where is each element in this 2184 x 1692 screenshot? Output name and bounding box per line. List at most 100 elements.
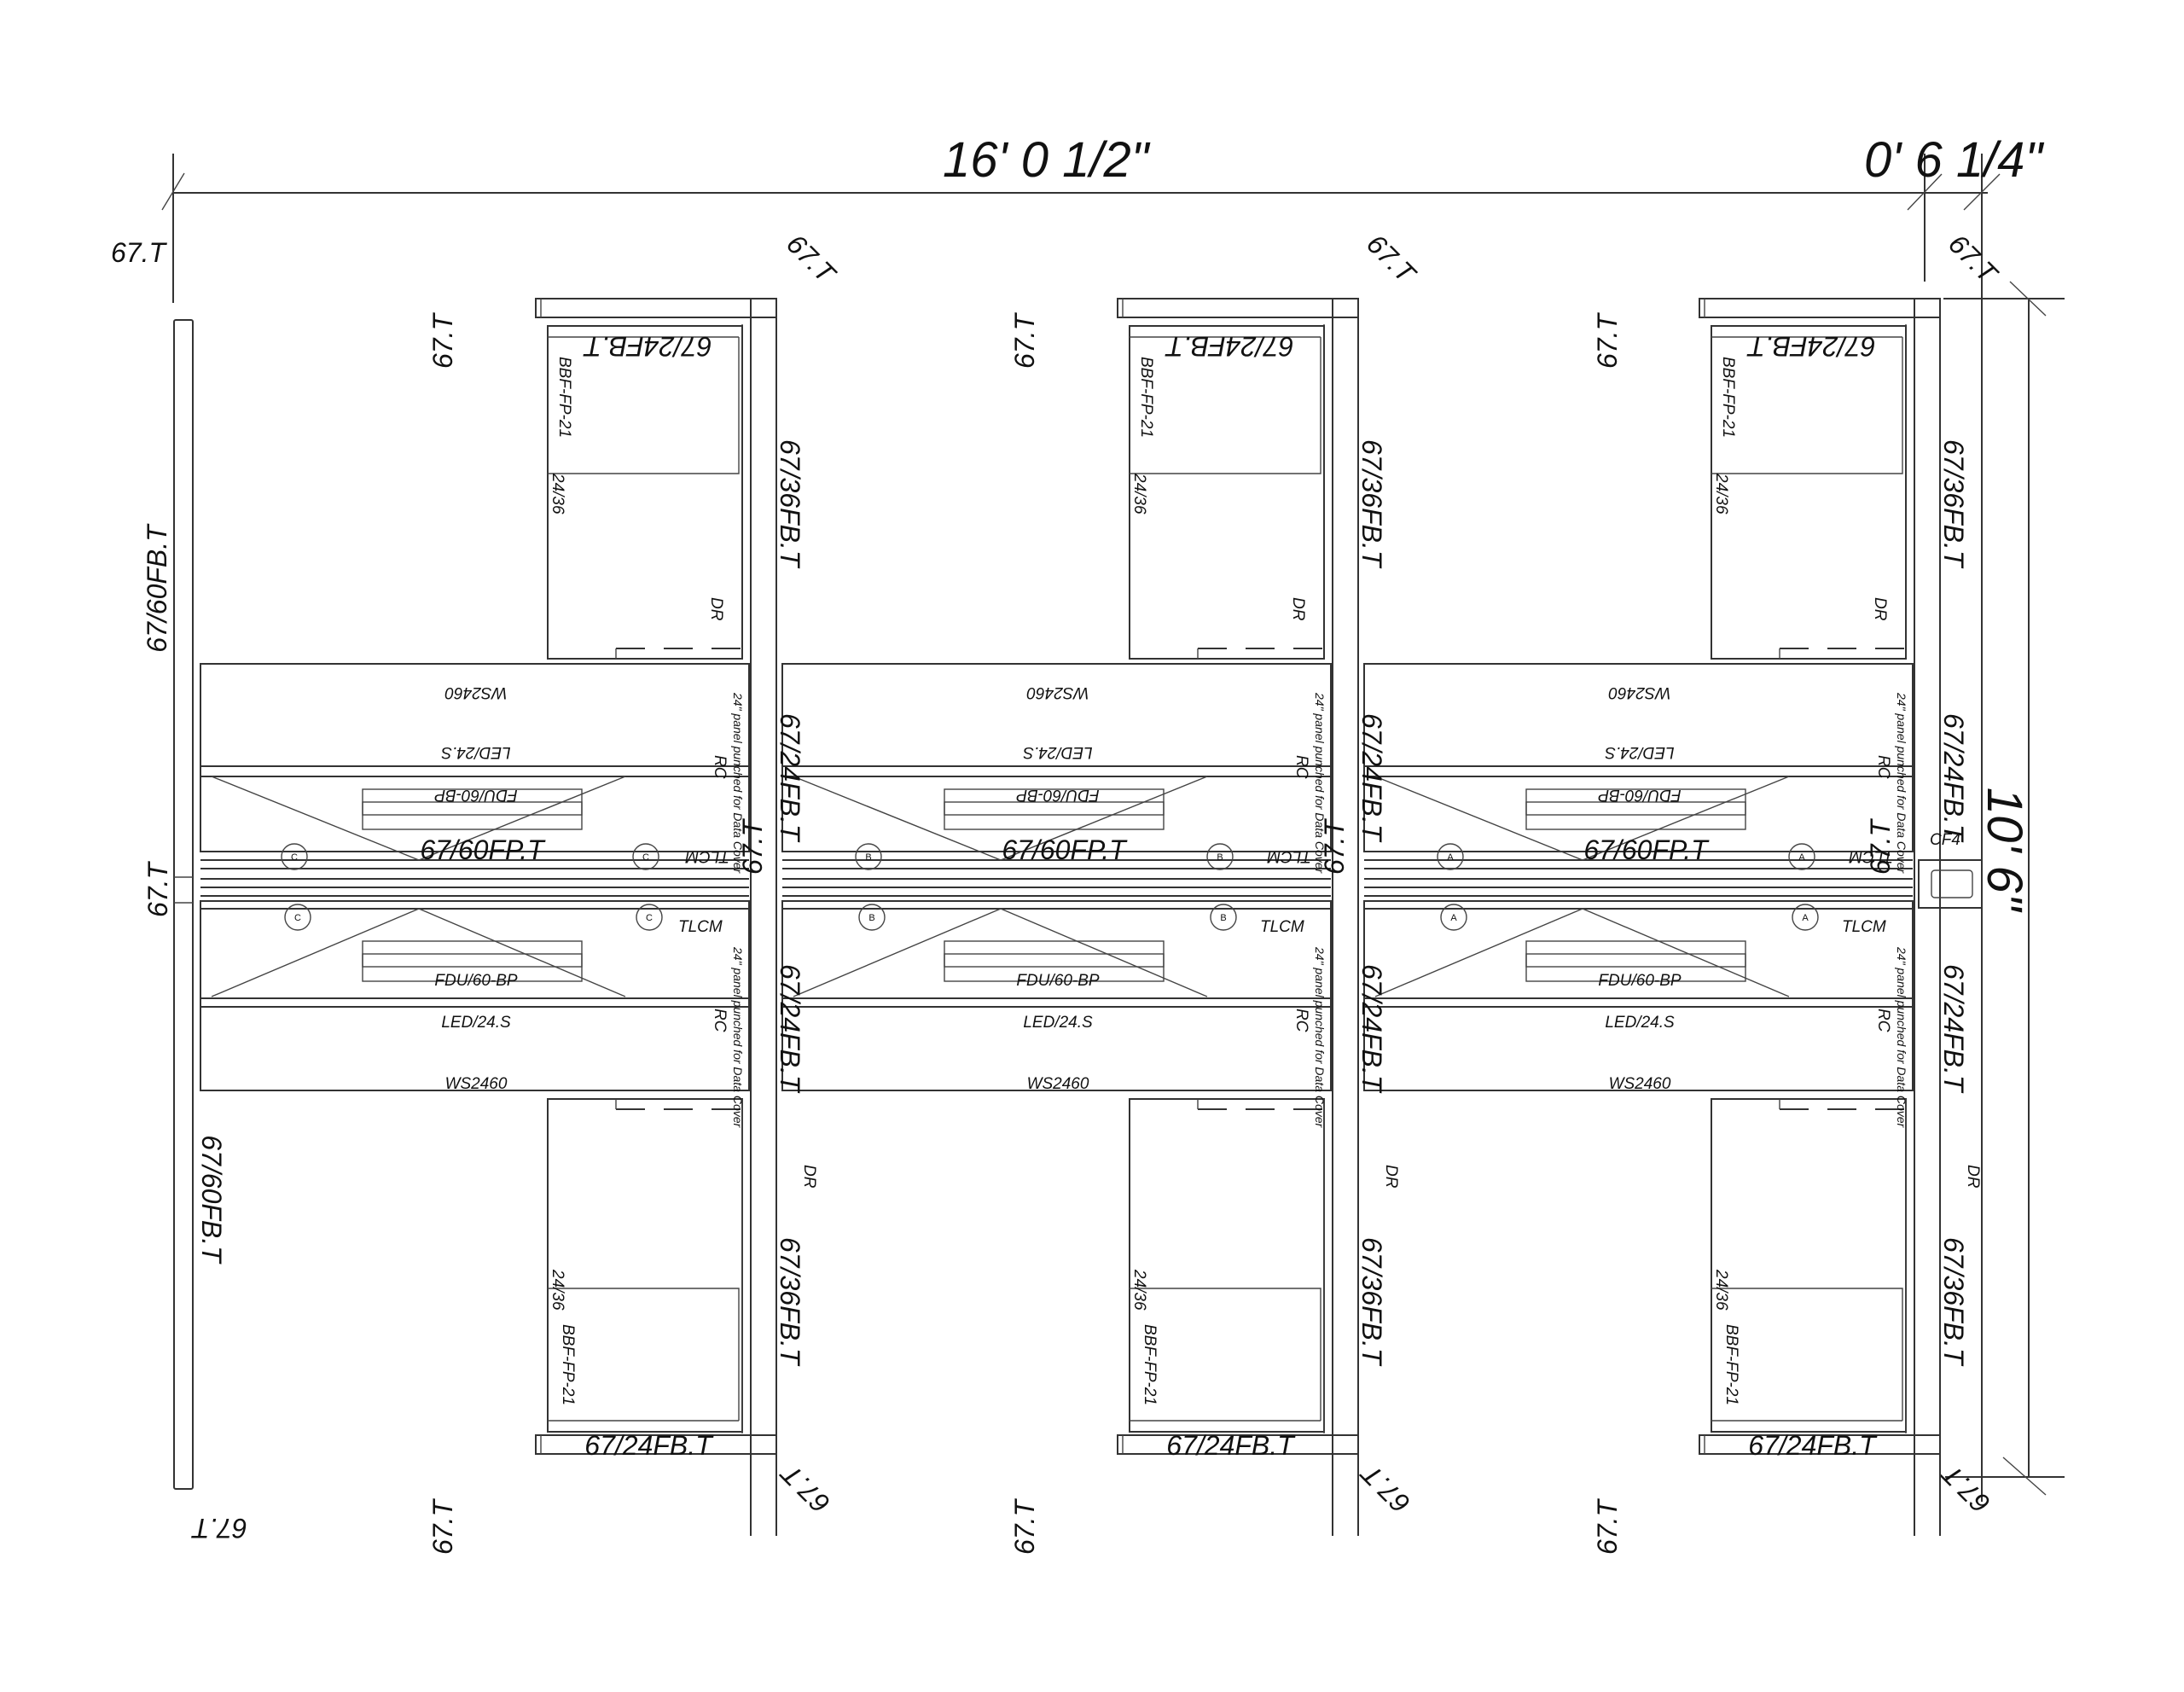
worksurface-label: WS2460 [1026,683,1089,701]
return-panel-label: 67/24FB.T [1165,331,1294,362]
circle-marker-label: B [865,852,871,863]
return-panel-label: 67/24FB.T [1938,964,1969,1094]
circle-marker-label: A [1798,852,1805,863]
end-offset-dimension: 0' 6 1/4" [1864,132,2044,188]
post-label: 67.T [111,237,167,268]
module-1-circles: C C C C [281,843,663,931]
worksurface-label: WS2460 [1027,1075,1089,1093]
post-label: 67.T [781,228,842,289]
post-label: 67.T [774,1457,835,1519]
led-light-label: LED/24.S [1023,743,1093,761]
return-panel-label: 67/24FB.T [1356,964,1387,1094]
module-2-labels: 67/24FB.T BBF-FP-21 24/36 DR 67/36FB.T W… [1002,331,1400,1461]
drawer-label: DR [1382,1165,1400,1189]
end-panel-label: 67/60FB.T [196,1135,227,1265]
return-panel-label: 67/36FB.T [1356,1237,1387,1367]
return-size-label: 24/36 [1130,473,1148,515]
return-panel-label: 67/24FB.T [1356,713,1387,843]
flipper-door-label: FDU/60-BP [1016,786,1099,804]
return-size-label: 24/36 [549,1269,566,1311]
return-panel-label: 67/24FB.T [583,331,712,362]
drawer-label: DR [1871,597,1889,621]
overall-width-dimension: 16' 0 1/2" [943,132,1151,188]
data-cover-note: 24" panel punched for Data Cover [1313,946,1327,1129]
post-label: 67.T [1361,228,1422,289]
data-cover-note: 24" panel punched for Data Cover [1895,692,1908,875]
return-panel-label: 67/36FB.T [775,1237,805,1367]
return-panel-label: 67/36FB.T [1356,439,1387,569]
post-label: 67.T [1009,1498,1040,1555]
spine-panel-label: 67/60FP.T [1002,834,1128,865]
worksurface-label: WS2460 [444,683,507,701]
cable-manager-label: TLCM [1260,918,1304,936]
workstation-module-1 [200,298,777,1537]
end-panel-label: 67/60FB.T [142,523,172,653]
pedestal-label: BBF-FP-21 [1719,357,1737,438]
pedestal-label: BBF-FP-21 [1722,1324,1740,1405]
return-size-label: 24/36 [549,473,566,515]
circle-marker-label: A [1447,852,1454,863]
end-connector: CF4 [1918,831,1983,909]
module-3-labels: 67/24FB.T BBF-FP-21 24/36 DR 67/36FB.T W… [1583,331,1982,1461]
pedestal-label: BBF-FP-21 [1141,1324,1159,1405]
return-panel-label: 67/24FB.T [775,713,805,843]
led-light-label: LED/24.S [441,743,511,761]
raceway-label: RC [711,755,729,779]
post-label: 67.T [1943,228,2004,289]
worksurface-label: WS2460 [1609,1075,1671,1093]
return-size-label: 24/36 [1712,1269,1730,1311]
circle-marker-label: B [868,913,874,923]
pedestal-label: BBF-FP-21 [555,357,573,438]
pedestal-label: BBF-FP-21 [559,1324,577,1405]
post-label: 67.T [427,1498,458,1555]
flipper-door-label: FDU/60-BP [434,972,517,990]
return-panel-label: 67/36FB.T [1938,439,1969,569]
right-dimension: 10' 6" [1943,281,2065,1496]
pedestal-label: BBF-FP-21 [1137,357,1155,438]
worksurface-label: WS2460 [445,1075,508,1093]
circle-marker-label: C [291,852,298,863]
led-light-label: LED/24.S [441,1014,511,1032]
flipper-door-label: FDU/60-BP [1016,972,1099,990]
return-panel-label: 67/24FB.T [584,1430,714,1461]
cable-manager-label: TLCM [1849,847,1893,865]
connector-label: CF4 [1930,831,1960,849]
circle-marker-label: B [1217,852,1223,863]
post-label: 67.T [191,1513,247,1544]
post-label: 67.T [1009,312,1040,369]
raceway-label: RC [1292,1009,1310,1032]
post-label: 67.T [1592,312,1623,369]
return-panel-label: 67/24FB.T [1748,1430,1878,1461]
cable-manager-label: TLCM [678,918,723,936]
circle-marker-label: B [1220,913,1226,923]
post-label: 67.T [1354,1457,1415,1519]
drawer-label: DR [707,597,725,621]
module-2-circles: B B B B [855,843,1237,931]
circle-marker-label: C [294,913,301,923]
return-size-label: 24/36 [1130,1269,1148,1311]
return-size-label: 24/36 [1712,473,1730,515]
spine-post-label: 67.T [1865,818,1896,875]
led-light-label: LED/24.S [1605,1014,1675,1032]
cable-manager-label: TLCM [1267,847,1311,865]
cable-manager-label: TLCM [685,847,729,865]
left-end-panel: 67/60FB.T 67.T 67/60FB.T [142,319,227,1490]
return-panel-label: 67/24FB.T [775,964,805,1094]
worksurface-label: WS2460 [1608,683,1670,701]
post-label: 67.T [427,312,458,369]
post-label: 67.T [1934,1457,1995,1519]
flipper-door-label: FDU/60-BP [1598,972,1681,990]
circle-marker-label: C [646,913,653,923]
data-cover-note: 24" panel punched for Data Cover [731,946,745,1129]
raceway-label: RC [1874,755,1892,779]
module-1-labels: 67/24FB.T BBF-FP-21 24/36 DR 67/36FB.T W… [420,331,818,1461]
data-cover-note: 24" panel punched for Data Cover [731,692,745,875]
led-light-label: LED/24.S [1023,1014,1093,1032]
spine-panel-label: 67/60FP.T [1583,834,1710,865]
circle-marker-label: A [1802,913,1809,923]
return-panel-label: 67/24FB.T [1938,713,1969,843]
spine-post-label: 67.T [142,861,173,917]
return-panel-label: 67/24FB.T [1746,331,1876,362]
